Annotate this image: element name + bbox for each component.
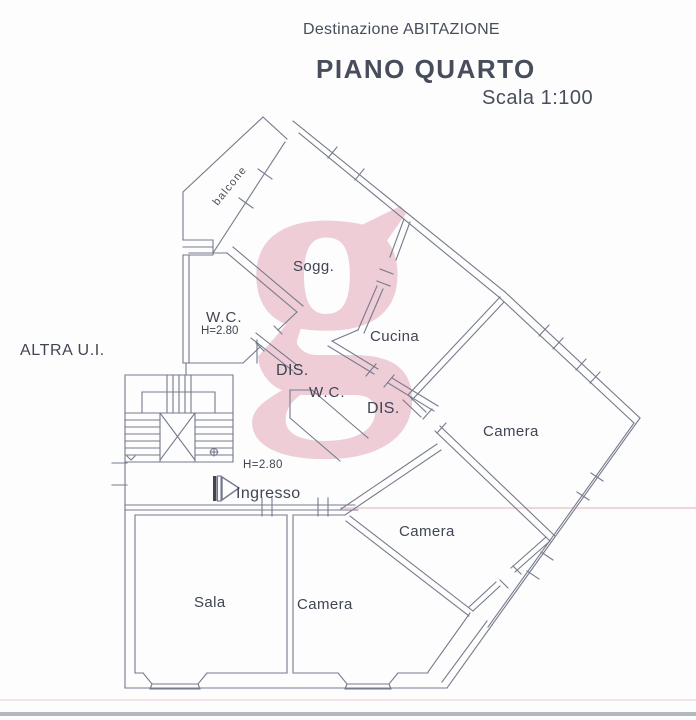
window-symbols (142, 672, 399, 690)
sala-camera-walls (134, 514, 471, 674)
camera-east-walls (407, 291, 641, 628)
label-altra-ui: ALTRA U.I. (20, 342, 105, 359)
label-camera-south: Camera (297, 596, 353, 613)
camera-mid-walls (340, 443, 551, 617)
ingresso-walls (124, 497, 359, 517)
southeast-corner-walls (441, 620, 493, 689)
entrance-door-symbol (213, 475, 241, 502)
label-soggiorno: Sogg. (293, 258, 335, 275)
scan-artifact-pink-line (0, 699, 696, 701)
label-camera-east: Camera (483, 423, 539, 440)
watermark-g-glyph: g (243, 76, 416, 458)
label-wc-top: W.C. (206, 309, 243, 326)
wc-top-walls (182, 246, 304, 364)
diamond-southwest-wall (402, 394, 556, 542)
scan-artifact-pink-line (340, 507, 696, 509)
floor-title: PIANO QUARTO (316, 54, 536, 84)
label-ingresso: Ingresso (236, 485, 301, 502)
scan-artifact-gray-bar (0, 712, 696, 716)
label-cucina: Cucina (370, 328, 420, 345)
label-camera-mid: Camera (399, 523, 455, 540)
label-dis-1: DIS. (276, 362, 309, 379)
label-dis-2: DIS. (367, 400, 400, 417)
label-wc-mid: W.C. (309, 384, 346, 401)
label-wc-top-height: H=2.80 (201, 325, 239, 337)
west-south-outer-walls (111, 254, 448, 689)
destination-label: Destinazione ABITAZIONE (303, 21, 500, 38)
stairwell (124, 374, 234, 463)
corridor-walls (250, 218, 439, 462)
northeast-outer-wall (292, 120, 506, 299)
scale-label: Scala 1:100 (482, 87, 594, 109)
label-sala: Sala (194, 594, 226, 611)
label-ingresso-height: H=2.80 (243, 459, 283, 471)
balcony-walls (182, 116, 288, 256)
